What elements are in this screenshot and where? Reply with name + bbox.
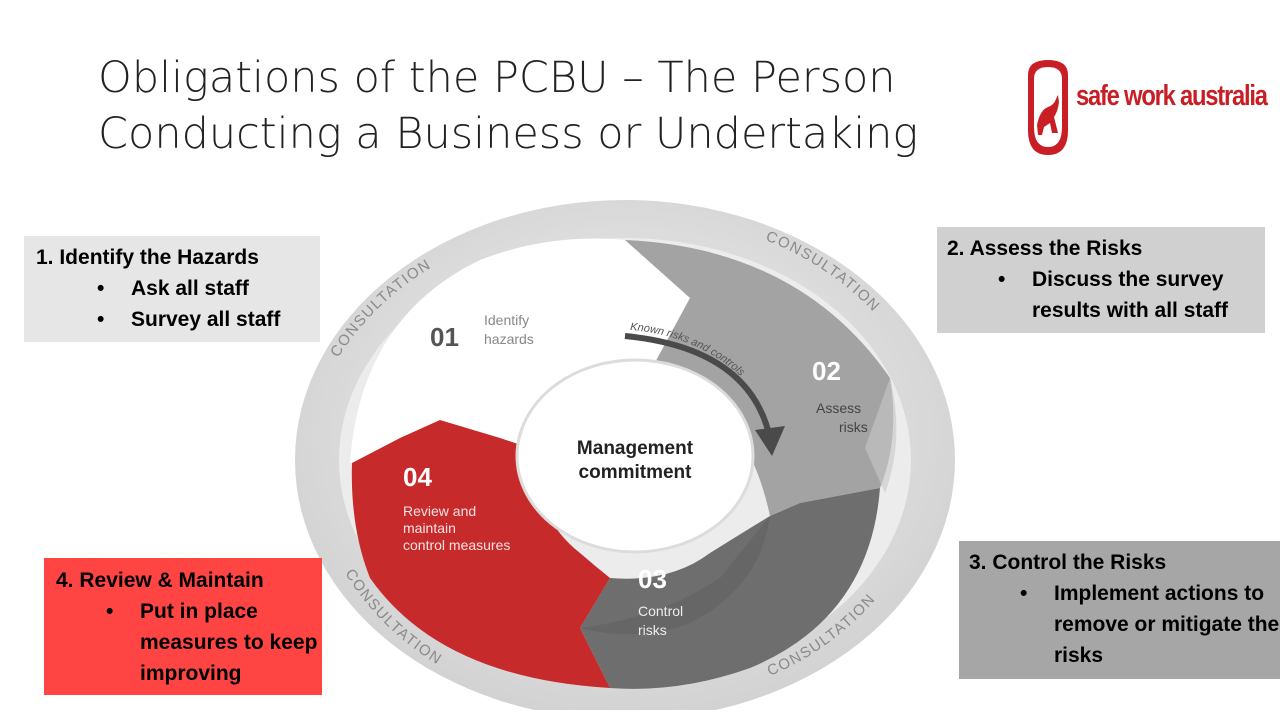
kangaroo-shield-icon [1028,60,1068,155]
step-3-box: 3. Control the Risks Implement actions t… [959,541,1280,679]
segment-02-line-1: Assess [816,400,861,416]
segment-02-assess [625,240,894,516]
segment-04-line-3: control measures [403,537,510,553]
step-3-bullet-1: Implement actions to remove or mitigate … [1020,578,1280,671]
safe-work-australia-logo [1028,60,1068,155]
step-4-bullet-1: Put in place measures to keep improving [106,596,322,689]
step-4-heading: 4. Review & Maintain [56,569,264,592]
title-line-2: Conducting a Business or Undertaking [98,109,919,159]
step-3-heading: 3. Control the Risks [969,551,1167,574]
step-1-bullets: Ask all staff Survey all staff [36,273,320,335]
step-4-bullets: Put in place measures to keep improving [56,596,322,689]
step-1-box: 1. Identify the Hazards Ask all staff Su… [24,236,320,342]
step-2-bullet-1: Discuss the survey results with all staf… [998,264,1265,326]
segment-04-number: 04 [403,462,432,492]
slide-title: Obligations of the PCBU – The Person Con… [98,50,998,162]
risk-management-cycle: Management commitment Known risks and co… [295,200,955,710]
segment-01-line-2: hazards [484,331,534,347]
segment-04-line-2: maintain [403,520,456,536]
segment-02-line-2: risks [839,419,868,435]
segment-03-number: 03 [638,564,667,594]
segment-02-fold [865,378,897,493]
segment-03-line-2: risks [638,622,667,638]
step-2-box: 2. Assess the Risks Discuss the survey r… [937,227,1265,333]
center-line-2: commitment [579,462,693,483]
segment-01-number: 01 [430,322,459,352]
flow-arrow [624,333,785,456]
step-1-bullet-2: Survey all staff [97,304,320,335]
segment-01-identify [350,238,690,463]
step-3-bullets: Implement actions to remove or mitigate … [969,578,1280,671]
title-line-1: Obligations of the PCBU – The Person [98,53,896,103]
center-line-1: Management [577,438,694,459]
segment-03-line-1: Control [638,603,683,619]
segment-01-line-1: Identify [484,312,529,328]
segment-03-control [580,488,880,689]
step-1-heading: 1. Identify the Hazards [36,246,259,269]
step-2-heading: 2. Assess the Risks [947,237,1143,260]
segment-03-inner [580,516,770,635]
segment-04-line-1: Review and [403,503,476,519]
logo-text: safe work australia [1076,80,1268,112]
step-2-bullets: Discuss the survey results with all staf… [947,264,1265,326]
segment-02-number: 02 [812,356,841,386]
center-hub [515,358,755,554]
step-1-bullet-1: Ask all staff [97,273,320,304]
step-4-box: 4. Review & Maintain Put in place measur… [44,558,322,695]
segment-04-review [351,420,610,688]
